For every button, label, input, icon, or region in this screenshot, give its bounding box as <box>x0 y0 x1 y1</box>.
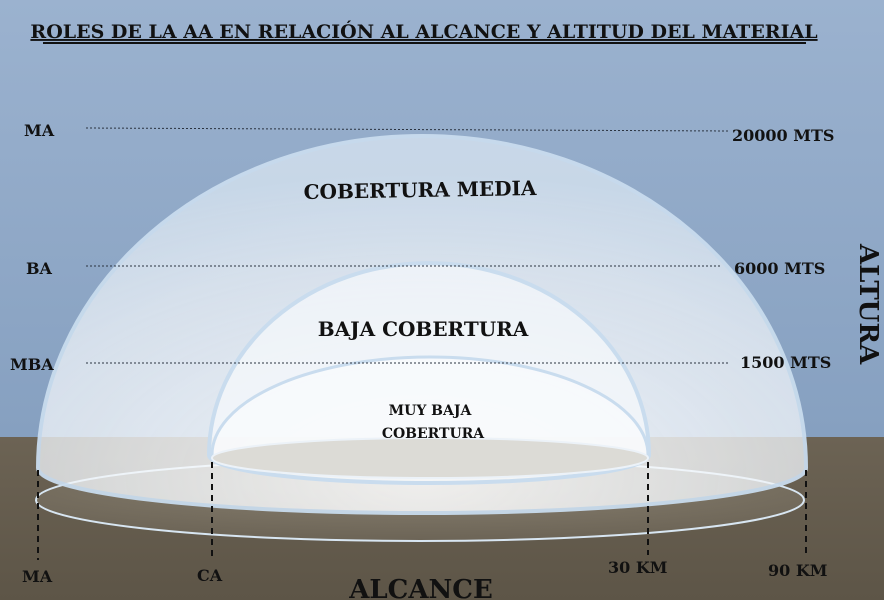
altitude-value-ma: 20000 MTS <box>732 126 834 145</box>
vertical-axis-label: ALTURA <box>853 243 883 365</box>
range-label-90km: 90 KM <box>768 561 827 580</box>
altitude-value-ba: 6000 MTS <box>734 259 825 278</box>
label-baja-cobertura: BAJA COBERTURA <box>318 317 529 341</box>
altitude-line-ma <box>85 127 729 132</box>
label-cobertura-media: COBERTURA MEDIA <box>303 176 537 204</box>
label-muy-baja-line2: COBERTURA <box>382 426 485 442</box>
horizontal-axis-label: ALCANCE <box>348 575 493 600</box>
inner-coverage-disk <box>211 437 649 479</box>
altitude-code-mba: MBA <box>10 355 54 374</box>
range-label-30km: 30 KM <box>608 558 667 577</box>
label-muy-baja-line1: MUY BAJA <box>389 403 473 419</box>
range-label-ma: MA <box>22 567 53 586</box>
range-label-ca: CA <box>197 566 223 585</box>
altitude-code-ba: BA <box>26 259 53 278</box>
altitude-value-mba: 1500 MTS <box>740 353 831 372</box>
diagram-title: ROLES DE LA AA EN RELACIÓN AL ALCANCE Y … <box>30 20 817 43</box>
altitude-code-ma: MA <box>24 121 55 140</box>
